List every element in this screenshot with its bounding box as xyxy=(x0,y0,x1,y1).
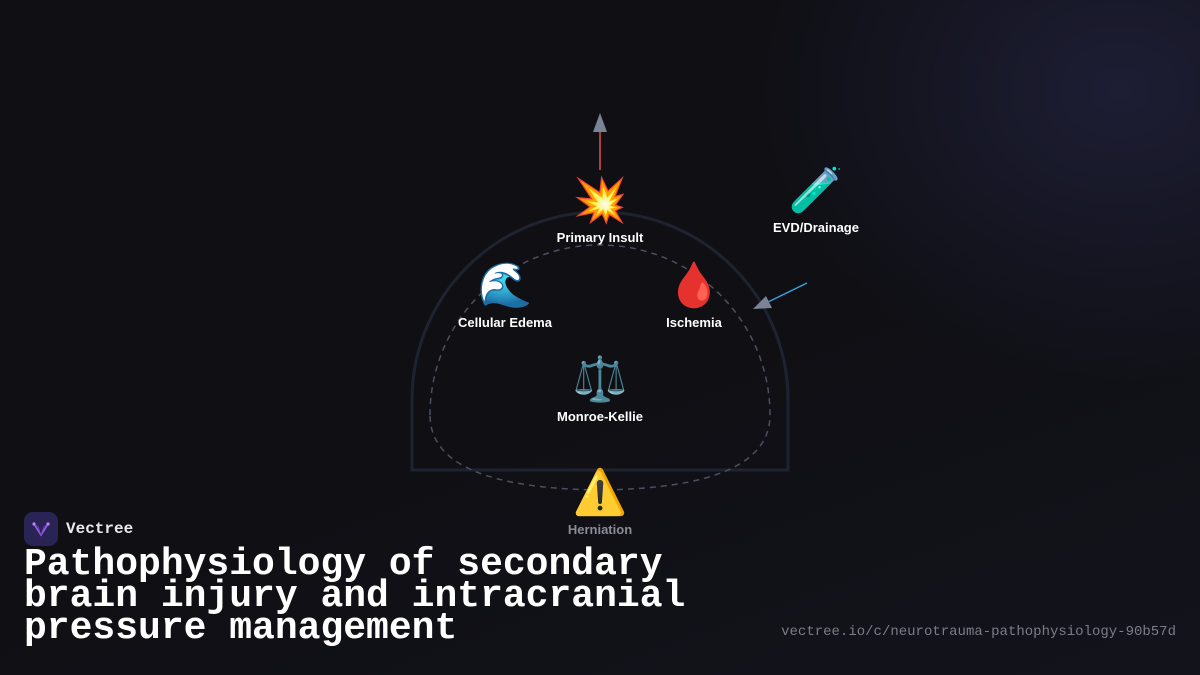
wave-icon: 🌊 xyxy=(477,260,533,311)
node-label: EVD/Drainage xyxy=(773,220,859,235)
test-tube-icon: 🧪 xyxy=(788,165,844,216)
pressure-arrow-head xyxy=(593,113,607,132)
vectree-logo-icon xyxy=(24,512,58,546)
node-label: Ischemia xyxy=(666,315,722,330)
node-label: Primary Insult xyxy=(556,230,644,245)
node-primary-insult[interactable]: 💥 Primary Insult xyxy=(556,175,644,246)
explosion-icon: 💥 xyxy=(572,175,628,226)
node-ischemia[interactable]: 🩸 Ischemia xyxy=(666,260,722,331)
node-cellular-edema[interactable]: 🌊 Cellular Edema xyxy=(458,260,552,331)
brand-name: Vectree xyxy=(66,520,134,538)
warning-icon: ⚠️ xyxy=(572,467,628,518)
scales-icon: ⚖️ xyxy=(572,354,628,405)
page-title: Pathophysiology of secondary brain injur… xyxy=(24,543,686,650)
brand[interactable]: Vectree xyxy=(24,512,133,546)
node-label: Cellular Edema xyxy=(458,315,552,330)
drainage-arrow-head xyxy=(753,296,772,309)
drainage-arrow-line xyxy=(767,282,808,303)
node-label: Monroe-Kellie xyxy=(557,409,643,424)
skull-outline xyxy=(410,210,790,472)
brain-dashed-outline xyxy=(429,244,771,491)
node-label: Herniation xyxy=(567,522,633,537)
node-monroe-kellie[interactable]: ⚖️ Monroe-Kellie xyxy=(557,354,643,425)
source-url[interactable]: vectree.io/c/neurotrauma-pathophysiology… xyxy=(781,624,1176,640)
node-evd-drainage[interactable]: 🧪 EVD/Drainage xyxy=(773,165,859,236)
node-herniation[interactable]: ⚠️ Herniation xyxy=(567,467,633,538)
blood-drop-icon: 🩸 xyxy=(666,260,722,311)
